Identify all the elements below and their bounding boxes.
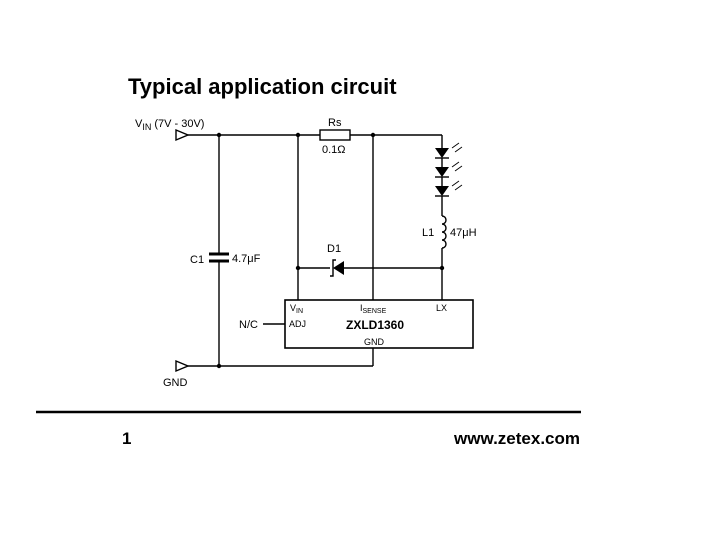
vin-label: VIN(7V - 30V): [135, 118, 204, 132]
pin-isense-label: ISENSE: [360, 303, 387, 315]
led-1: [435, 142, 463, 159]
led-2: [435, 161, 463, 178]
c1-value: 4.7μF: [232, 253, 261, 265]
l1-name: L1: [422, 227, 434, 239]
page-title: Typical application circuit: [128, 74, 397, 99]
pin-gnd-label: GND: [364, 337, 385, 347]
rs-value: 0.1Ω: [322, 144, 346, 156]
page-number: 1: [122, 429, 131, 448]
c1-name: C1: [190, 254, 204, 266]
vin-terminal-arrow: [175, 128, 190, 142]
d1-diode: [330, 259, 344, 277]
nc-label: N/C: [239, 319, 258, 331]
l1-inductor: [441, 215, 447, 249]
chip-name: ZXLD1360: [346, 318, 404, 332]
rs-resistor: [319, 129, 351, 141]
pin-adj-label: ADJ: [289, 319, 306, 329]
gnd-label: GND: [163, 377, 188, 389]
pin-lx-label: LX: [436, 303, 447, 313]
junction-dot: [216, 363, 222, 369]
footer-url: www.zetex.com: [453, 429, 580, 448]
d1-name: D1: [327, 243, 341, 255]
ic-chip: [284, 299, 474, 349]
l1-value: 47μH: [450, 227, 477, 239]
pin-vin-label: VIN: [290, 303, 303, 315]
gnd-terminal-arrow: [175, 359, 190, 373]
led-3: [435, 180, 463, 197]
rs-name: Rs: [328, 117, 342, 129]
